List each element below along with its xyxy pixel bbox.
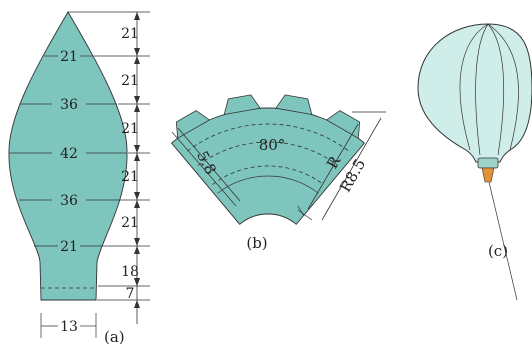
extension-lines bbox=[68, 11, 150, 301]
panel-a: 21 36 42 36 21 bbox=[8, 11, 150, 346]
width-label: 21 bbox=[60, 239, 78, 255]
sector-tab bbox=[275, 94, 313, 116]
height-label: 21 bbox=[121, 215, 139, 231]
sector-tab bbox=[325, 110, 361, 139]
height-dimensions: 21 21 21 21 21 18 7 bbox=[121, 12, 140, 324]
balloon-basket bbox=[481, 167, 495, 183]
height-label: 21 bbox=[121, 169, 139, 185]
balloon-seam bbox=[487, 23, 505, 156]
sector-dash-arc bbox=[212, 165, 324, 185]
arrowheads bbox=[134, 12, 140, 308]
bottom-width-dimension: 13 bbox=[40, 313, 97, 338]
gore-shape bbox=[8, 11, 128, 301]
angle-label: 80° bbox=[259, 136, 286, 154]
panel-b: 80° 5.8 R R8.5 (b) bbox=[170, 94, 386, 252]
width-lines: 21 36 42 36 21 bbox=[9, 49, 127, 255]
caption-b: (b) bbox=[246, 234, 267, 252]
height-label: 18 bbox=[121, 264, 139, 280]
balloon-seam bbox=[459, 23, 489, 151]
height-label: 7 bbox=[126, 286, 135, 302]
caption-c: (c) bbox=[488, 242, 508, 260]
width-label: 21 bbox=[60, 49, 78, 65]
balloon-neck bbox=[477, 157, 499, 169]
balloon-seam bbox=[487, 23, 519, 151]
height-label: 21 bbox=[121, 73, 139, 89]
width-label: 36 bbox=[60, 193, 78, 209]
balloon-seam bbox=[475, 23, 489, 156]
width-label: 36 bbox=[60, 97, 78, 113]
sector-tab bbox=[223, 94, 261, 116]
tether-line bbox=[488, 181, 518, 301]
sector-tab bbox=[175, 110, 211, 139]
bottom-width-label: 13 bbox=[60, 319, 78, 335]
balloon-envelope bbox=[417, 23, 532, 163]
sector-tabs bbox=[175, 94, 361, 139]
height-label: 21 bbox=[121, 26, 139, 42]
panel-c: (c) bbox=[417, 23, 532, 301]
width-label: 42 bbox=[60, 146, 78, 162]
caption-a: (a) bbox=[104, 328, 125, 346]
sector-dash-arc bbox=[187, 123, 349, 152]
angle-arc bbox=[217, 175, 319, 194]
height-label: 21 bbox=[121, 121, 139, 137]
